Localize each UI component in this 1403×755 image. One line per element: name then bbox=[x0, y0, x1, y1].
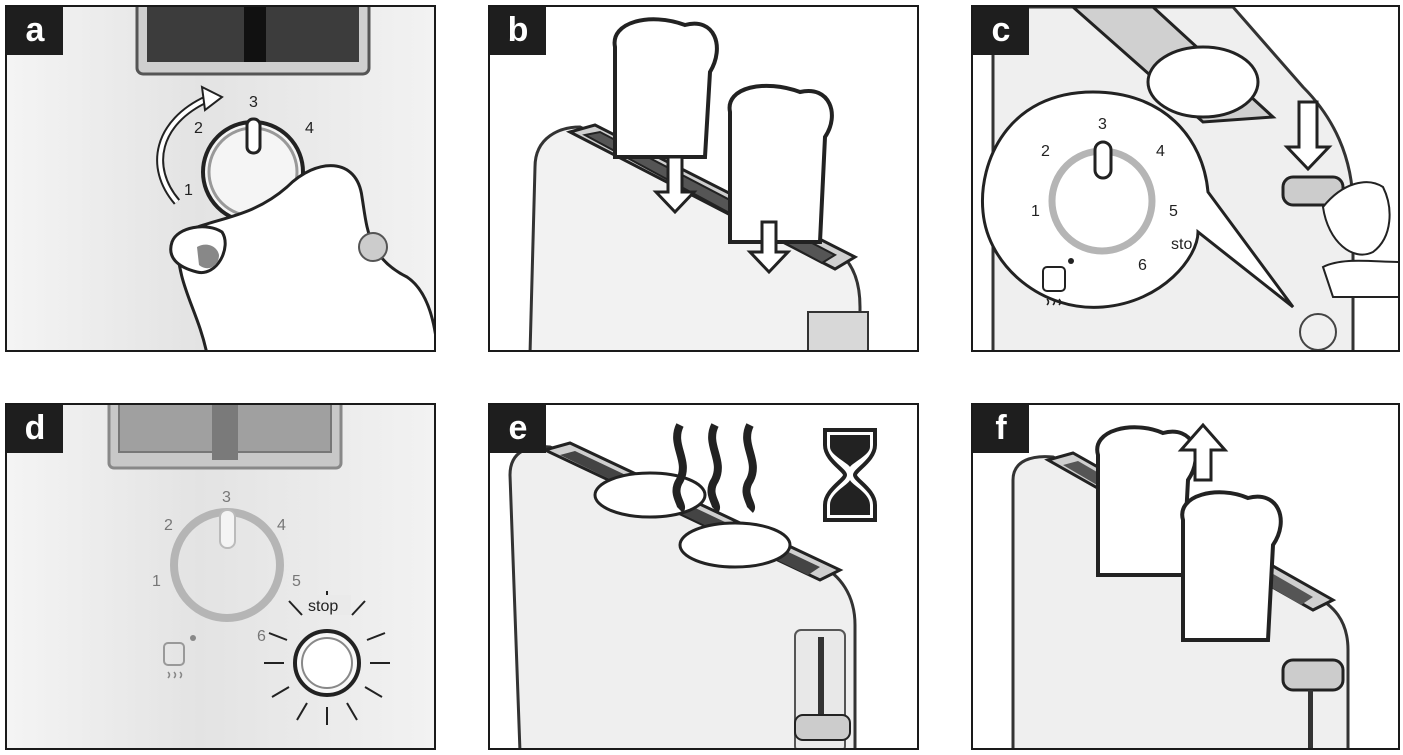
panel-c-illustration: 1 2 3 4 5 6 sto bbox=[973, 7, 1398, 350]
dial-d-num-4: 4 bbox=[277, 517, 286, 534]
stop-glow-rays bbox=[264, 591, 390, 725]
dial-c-num-2: 2 bbox=[1041, 143, 1050, 160]
panel-b-illustration bbox=[490, 7, 917, 350]
panel-e: e bbox=[488, 403, 919, 750]
dial-pointer bbox=[219, 509, 236, 549]
lever bbox=[807, 311, 869, 350]
lever bbox=[794, 714, 851, 741]
down-arrow-icon bbox=[1283, 100, 1333, 172]
zoom-callout bbox=[980, 90, 1295, 309]
defrost-icon bbox=[1042, 266, 1066, 292]
dial-d-num-2: 2 bbox=[164, 517, 173, 534]
bread-slice-icon bbox=[1095, 425, 1198, 577]
dial-a-num-4: 4 bbox=[305, 120, 314, 137]
dial-c-num-4: 4 bbox=[1156, 143, 1165, 160]
bread-slice-icon bbox=[612, 17, 719, 159]
dial-c-num-5: 5 bbox=[1169, 203, 1178, 220]
down-arrow-icon bbox=[652, 155, 698, 215]
panel-label-e: e bbox=[490, 405, 546, 453]
panel-label-b: b bbox=[490, 7, 546, 55]
bread-slice-icon-2 bbox=[727, 83, 834, 244]
dial-d-num-6: 6 bbox=[257, 628, 266, 645]
panel-d: d 1 2 3 4 5 6 stop bbox=[5, 403, 436, 750]
panel-label-f: f bbox=[973, 405, 1029, 453]
panel-b: b bbox=[488, 5, 919, 352]
up-arrow-icon bbox=[1177, 422, 1229, 482]
heat-waves-icon bbox=[672, 423, 757, 513]
dial-a-num-1: 1 bbox=[184, 182, 193, 199]
dial-d-num-5: 5 bbox=[292, 573, 301, 590]
dial-pointer bbox=[1093, 140, 1113, 180]
dial-pointer bbox=[245, 117, 262, 155]
panel-f: f bbox=[971, 403, 1400, 750]
dial-c-num-6: 6 bbox=[1138, 257, 1147, 274]
lever bbox=[1281, 658, 1345, 692]
panel-a: a 1 2 3 4 bbox=[5, 5, 436, 352]
stop-label-partial: sto bbox=[1171, 236, 1192, 253]
slot-divider bbox=[244, 7, 266, 62]
bread-slice-icon-2 bbox=[1180, 490, 1283, 642]
panel-label-c: c bbox=[973, 7, 1029, 55]
toast-icon bbox=[593, 471, 707, 519]
panel-c: c 1 2 3 4 5 6 sto bbox=[971, 5, 1400, 352]
dial-c-num-1: 1 bbox=[1031, 203, 1040, 220]
panel-label-a: a bbox=[7, 7, 63, 55]
dial-d-num-3: 3 bbox=[222, 489, 231, 506]
panel-f-illustration bbox=[973, 405, 1398, 748]
toast-icon bbox=[1146, 45, 1260, 119]
stop-label: stop bbox=[308, 598, 338, 615]
dial-a-num-3: 3 bbox=[249, 94, 258, 111]
dial-c-num-3: 3 bbox=[1098, 116, 1107, 133]
panel-d-illustration: 1 2 3 4 5 6 stop bbox=[107, 405, 390, 725]
dial-a-num-2: 2 bbox=[194, 120, 203, 137]
panel-e-illustration bbox=[490, 405, 917, 748]
down-arrow-icon-2 bbox=[746, 220, 792, 275]
panel-a-illustration: 1 2 3 4 bbox=[135, 7, 434, 350]
dial-d-num-1: 1 bbox=[152, 573, 161, 590]
hourglass-icon bbox=[823, 428, 877, 522]
panel-label-d: d bbox=[7, 405, 63, 453]
hand-icon bbox=[1321, 181, 1391, 256]
defrost-icon bbox=[163, 642, 185, 666]
